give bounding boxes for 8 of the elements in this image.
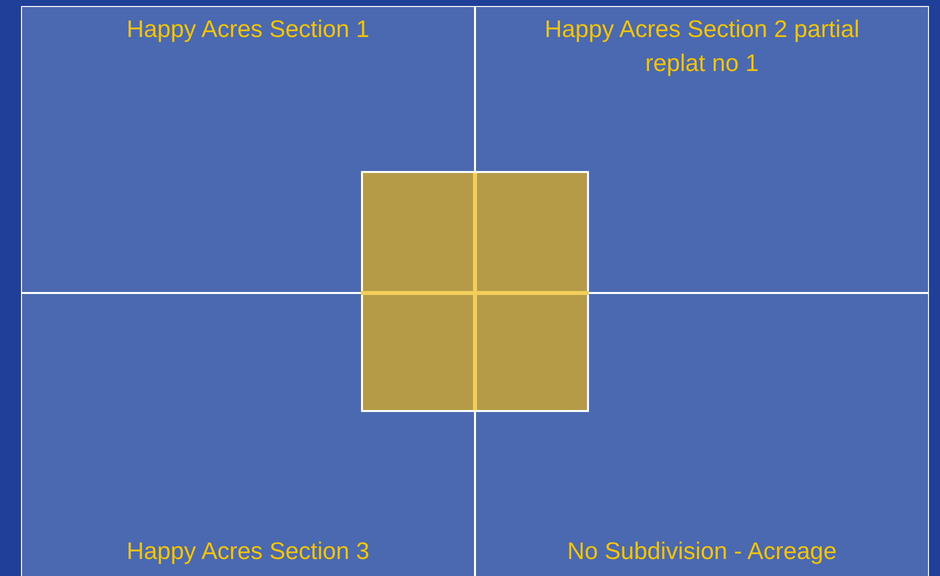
region-label: Happy Acres Section 2 partial replat no 1 — [544, 15, 860, 79]
map-region — [475, 293, 929, 576]
region-label: No Subdivision - Acreage — [566, 537, 838, 567]
region-label: Happy Acres Section 3 — [126, 537, 370, 567]
region-label: Happy Acres Section 1 — [126, 15, 370, 45]
map-region — [21, 293, 475, 576]
map-region — [21, 6, 475, 293]
map-region — [475, 6, 929, 293]
